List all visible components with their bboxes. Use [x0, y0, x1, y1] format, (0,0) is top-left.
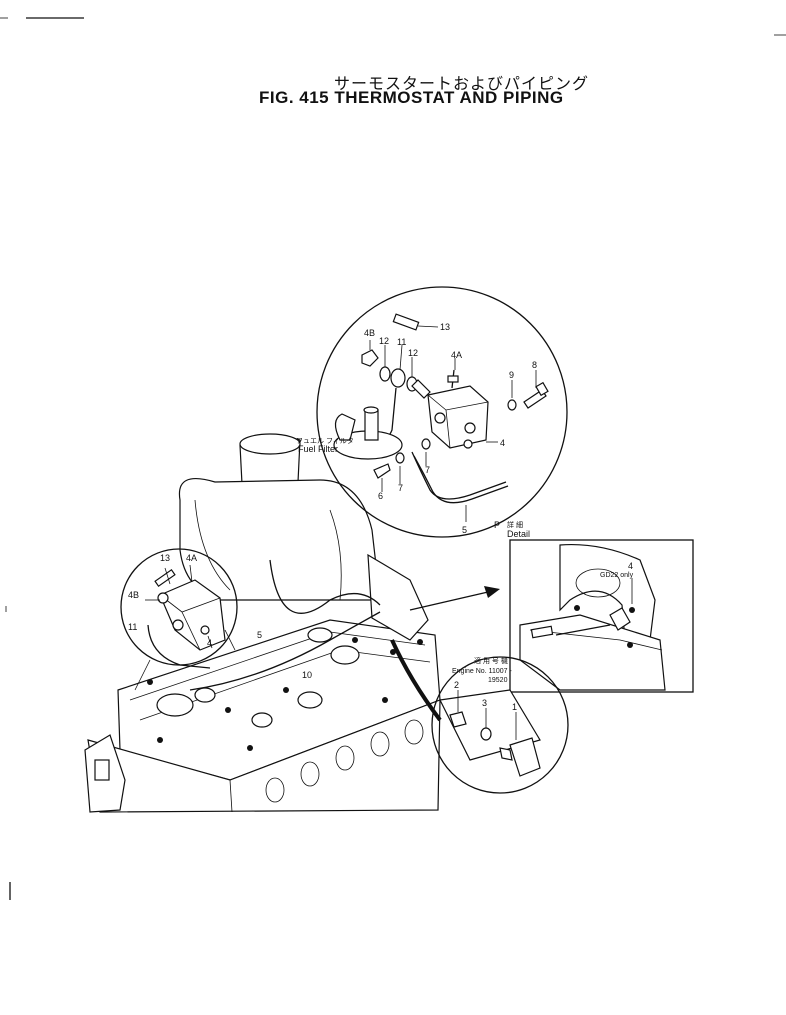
callout-4b-left: 4B [128, 590, 139, 600]
callout-10: 10 [302, 670, 312, 680]
callout-2: 2 [454, 680, 459, 690]
serial-note-jp: 適 用 号 機 [474, 656, 508, 665]
callout-3: 3 [482, 698, 487, 708]
callout-6: 6 [378, 491, 383, 501]
detail-circle-left [120, 548, 238, 669]
callout-4a-top: 4A [451, 350, 462, 360]
engine-number-range: Engine No. 11007 - [452, 668, 512, 675]
callout-12-a: 12 [379, 336, 389, 346]
callout-13-left: 13 [160, 553, 170, 563]
detail-circle-top [316, 286, 568, 538]
callout-7-a: 7 [398, 483, 403, 493]
fuel-filter-label: Fuel Filter [298, 444, 338, 454]
callout-5-top: 5 [462, 525, 467, 535]
callout-7-b: 7 [425, 465, 430, 475]
callout-1: 1 [512, 702, 517, 712]
figure-title: FIG. 415 THERMOSTAT AND PIPING [259, 88, 564, 107]
callout-4-right: 4 [628, 561, 633, 571]
gd22-only-note: GD22 only [600, 572, 634, 579]
detail-label-jp: 詳 細 [507, 520, 523, 529]
scan-marks [0, 17, 786, 900]
detail-circle-bottom [431, 656, 569, 794]
figure-title-japanese: サーモスタートおよびパイピング [334, 74, 590, 93]
fuel-filter-label-jp: フュエル フィルタ [296, 436, 354, 445]
callout-4a-left: 4A [186, 553, 197, 563]
callout-4-left: 4 [207, 638, 212, 648]
callout-5-main: 5 [257, 630, 262, 640]
detail-arrow [409, 586, 500, 611]
callout-8: 8 [532, 360, 537, 370]
callout-11-left: 11 [128, 622, 137, 632]
callout-12-b: 12 [408, 348, 418, 358]
callout-13-top: 13 [440, 322, 450, 332]
detail-p-letter: P [494, 520, 500, 530]
callout-11-top: 11 [397, 337, 406, 347]
callout-9: 9 [509, 370, 514, 380]
detail-label: Detail [507, 529, 530, 539]
engine-number-end: 19520 [488, 677, 508, 684]
callout-4b-top: 4B [364, 328, 375, 338]
callout-4-top: 4 [500, 438, 505, 448]
